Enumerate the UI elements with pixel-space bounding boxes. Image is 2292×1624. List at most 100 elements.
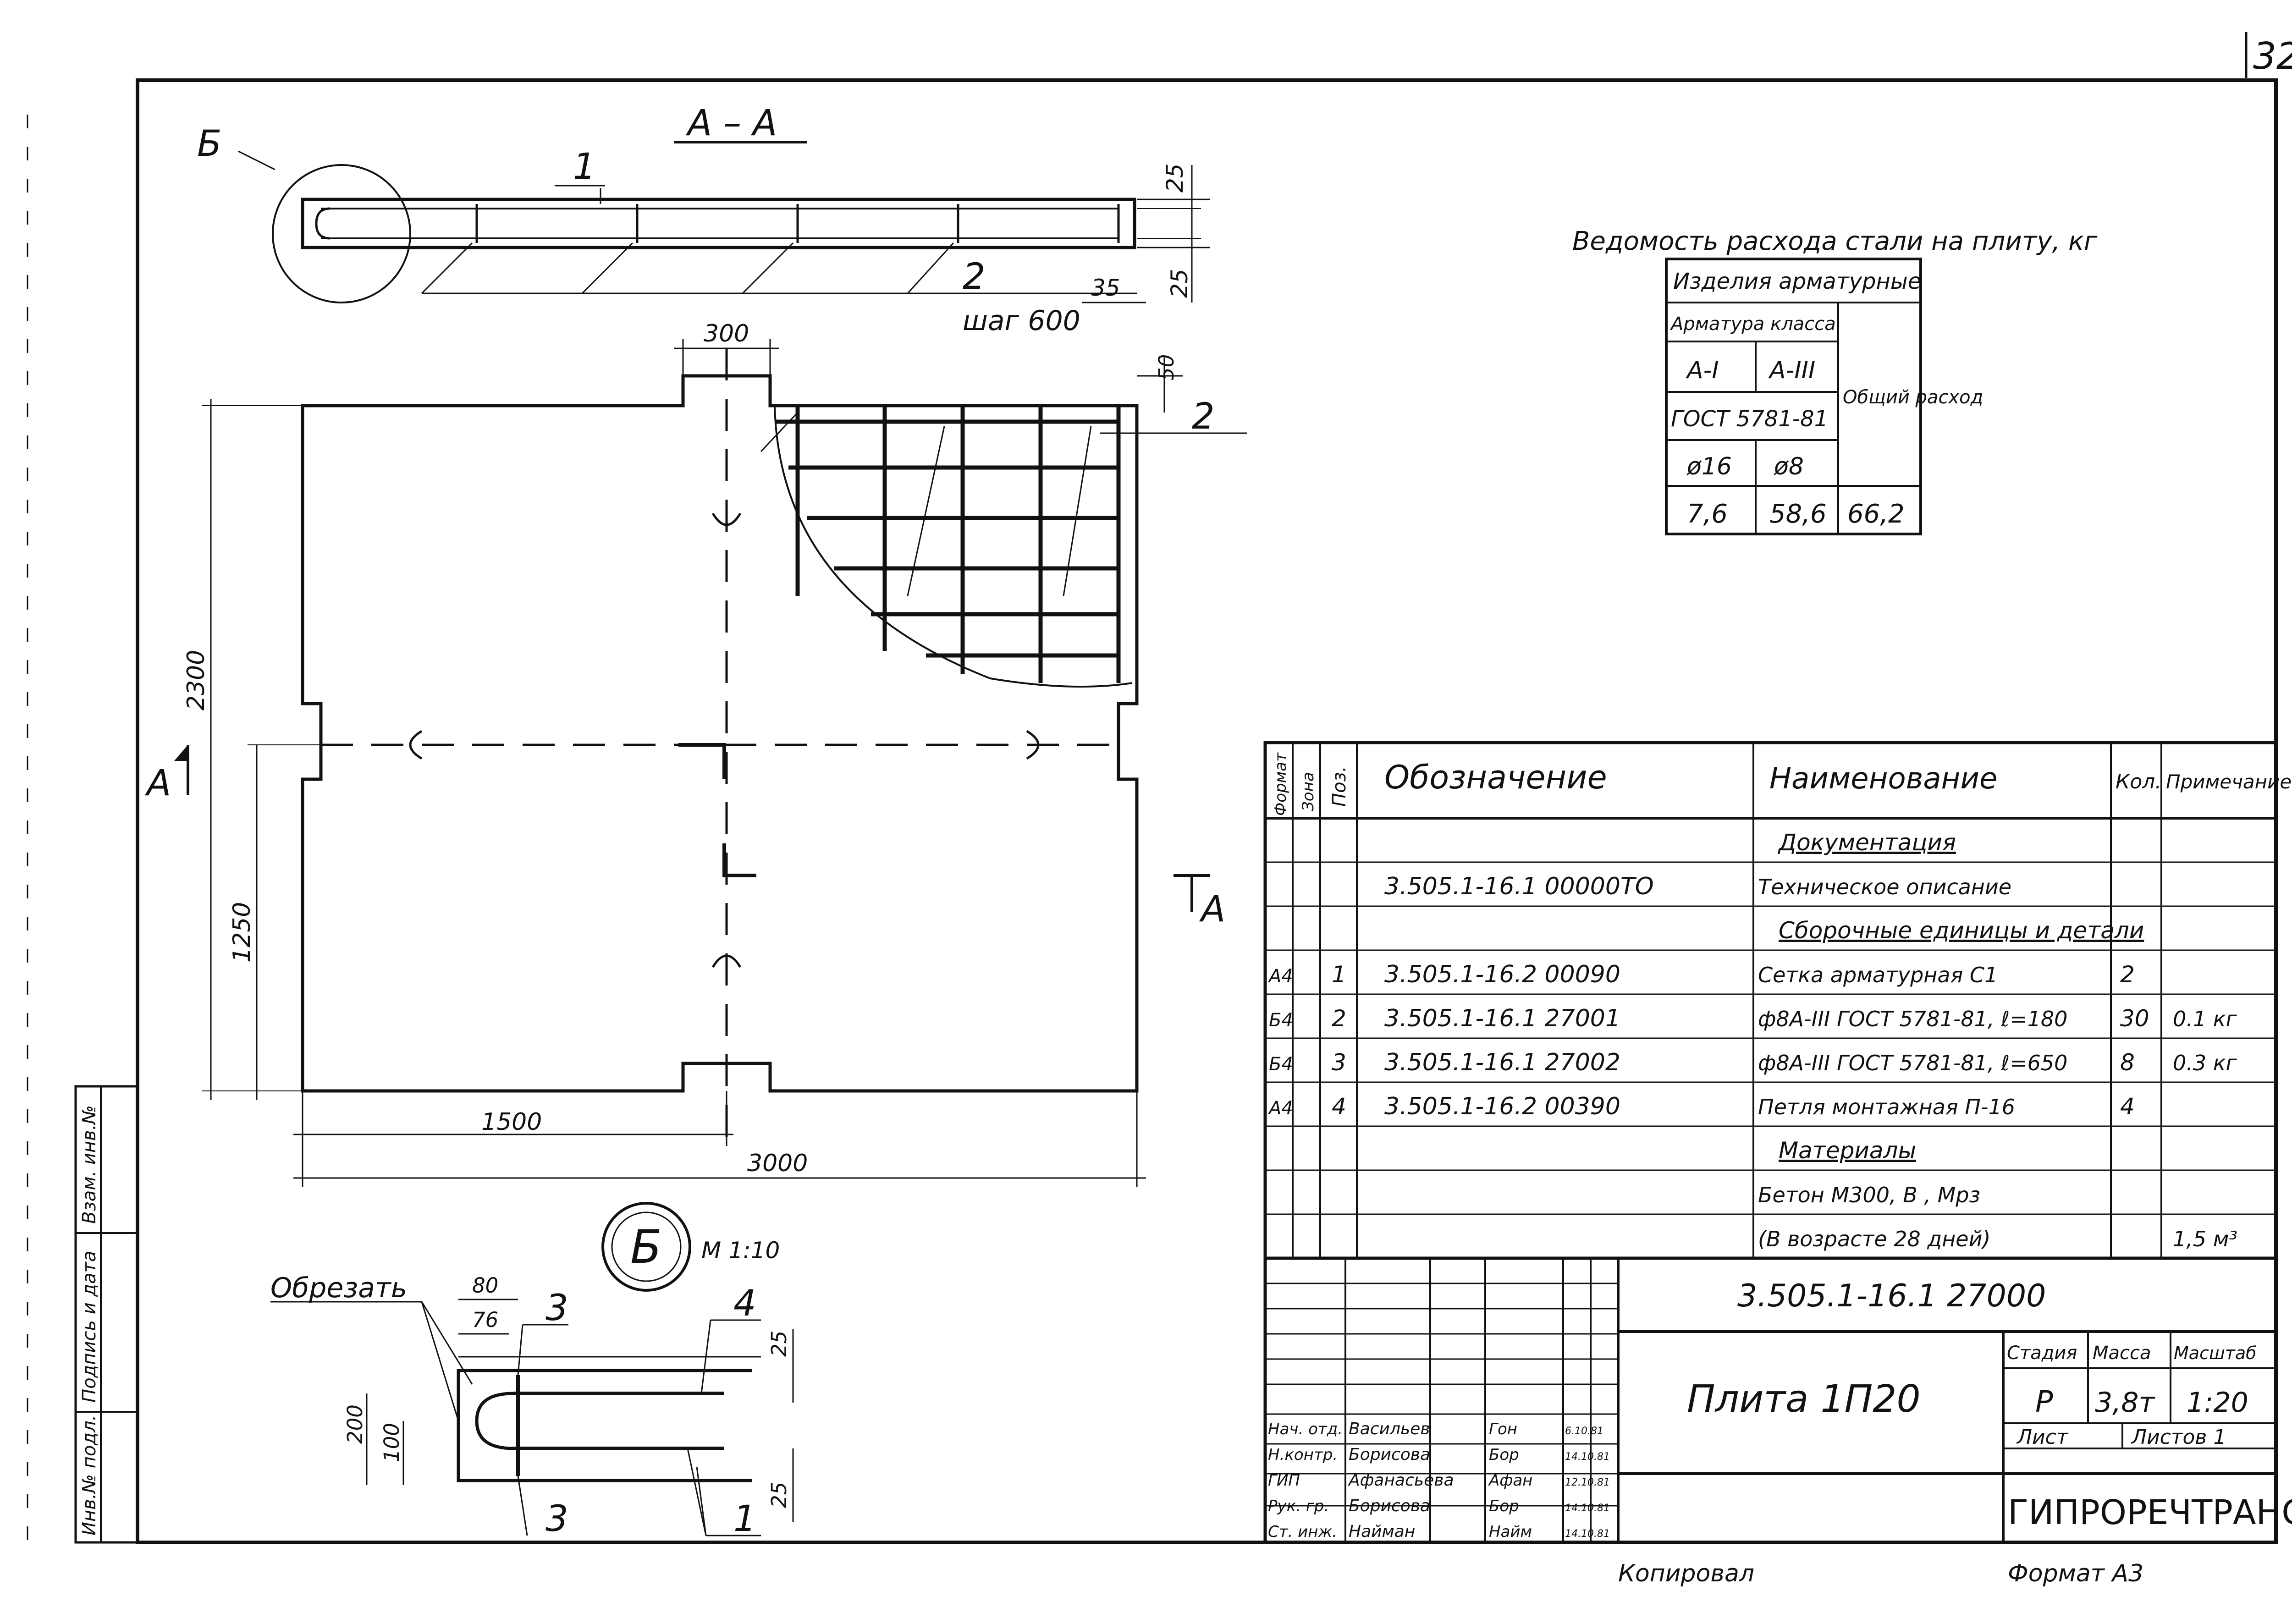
detail-pos-3-top: 3 [545, 1288, 568, 1329]
spec-row-pos: 2 [1332, 1005, 1346, 1032]
spec-row: Б4 2 3.505.1-16.1 27001 ф8А-III ГОСТ 5781-8… [1269, 1005, 2237, 1032]
copied-by: Копировал [1618, 1560, 1754, 1587]
side-sign-date: Подпись и дата [79, 1251, 100, 1403]
doc-number: 3.505.1-16.1 27000 [1737, 1278, 2046, 1314]
spec-row-heading: Документация [1778, 829, 1956, 856]
signer-date: 14.10.81 [1565, 1503, 1610, 1514]
steel-class-a3: А-III [1768, 357, 1815, 384]
steel-val-a3: 58,6 [1769, 499, 1827, 529]
section-pos-1: 1 [573, 146, 596, 187]
signer-name: Борисова [1349, 1497, 1430, 1515]
spec-row-name: Бетон М300, В , Мрз [1758, 1183, 1980, 1207]
detail-pos-1: 1 [733, 1498, 756, 1540]
sheet-header: Лист [2016, 1426, 2069, 1449]
page-number: 32 [2253, 35, 2292, 77]
plan-dim-1500: 1500 [481, 1108, 542, 1136]
spec-row-qty: 8 [2120, 1049, 2135, 1076]
signer-signature: Найм [1489, 1523, 1532, 1541]
steel-val-a1: 7,6 [1687, 499, 1728, 529]
side-stamp: Взам. инв.№ Подпись и дата Инв.№ подл. [74, 1085, 139, 1544]
detail-dim-76: 76 [472, 1308, 498, 1332]
detail-b-scale: М 1:10 [701, 1237, 780, 1264]
spec-row-pos: 3 [1332, 1049, 1346, 1076]
section-callout-b: Б [197, 123, 222, 165]
plan-pos-2: 2 [1192, 396, 1215, 437]
plan-dim-3000: 3000 [747, 1150, 808, 1177]
detail-dim-100: 100 [380, 1423, 404, 1462]
signer-role: Нач. отд. [1268, 1420, 1343, 1438]
spec-row: 3.505.1-16.1 00000ТО Техническое описание [1384, 873, 2011, 900]
spec-row-qty: 2 [2120, 961, 2135, 988]
mesh-cutaway [775, 406, 1121, 683]
detail-dim-200: 200 [343, 1404, 367, 1444]
signer-signature: Бор [1489, 1497, 1519, 1515]
section-dim-25-bottom: 25 [1166, 269, 1193, 298]
cut-label-right: А [1199, 889, 1225, 930]
steel-val-total: 66,2 [1847, 499, 1905, 529]
plan-dim-300: 300 [704, 320, 749, 347]
plan-dim-1250: 1250 [228, 902, 256, 963]
steel-table: Ведомость расхода стали на плиту, кг Изд… [1572, 226, 2098, 535]
spec-row: Бетон М300, В , Мрз [1758, 1183, 1980, 1207]
spec-row-format: Б4 [1269, 1010, 1293, 1031]
spec-row-pos: 1 [1332, 961, 1346, 988]
plan-dim-50: 50 [1154, 354, 1179, 380]
spec-row-name: ф8А-III ГОСТ 5781-81, ℓ=650 [1758, 1051, 2067, 1075]
section-title: А – А [685, 103, 777, 144]
signer-date: 14.10.81 [1565, 1528, 1610, 1540]
spec-table: Формат Зона Поз. Обозначение Наименовани… [1263, 741, 2292, 1260]
signer-name: Найман [1349, 1522, 1415, 1541]
detail-dim-25b: 25 [767, 1482, 791, 1508]
spec-h-qty: Кол. [2116, 770, 2161, 793]
plan-dim-2300: 2300 [182, 650, 210, 710]
spec-row: Сборочные единицы и детали [1779, 917, 2144, 944]
spec-row-qty: 30 [2120, 1005, 2149, 1032]
spec-row-pos: 4 [1332, 1093, 1346, 1120]
signer-name: Васильев [1349, 1420, 1430, 1438]
spec-h-designation: Обозначение [1384, 759, 1607, 796]
spec-row-heading: Материалы [1779, 1137, 1916, 1164]
section-dim-25-top: 25 [1162, 163, 1188, 193]
spec-row-format: А4 [1267, 966, 1293, 987]
format-note: Формат А3 [2008, 1560, 2143, 1587]
signer-date: 14.10.81 [1565, 1451, 1610, 1463]
spec-row: (В возрасте 28 дней)1,5 м³ [1758, 1227, 2237, 1251]
steel-total-header: Общий расход [1843, 387, 1983, 408]
detail-pos-4: 4 [733, 1283, 756, 1324]
sheets-header: Листов 1 [2131, 1426, 2226, 1449]
scale-header: Масштаб [2174, 1343, 2257, 1363]
spec-row-designation: 3.505.1-16.1 27001 [1384, 1005, 1620, 1032]
stage-header: Стадия [2007, 1343, 2077, 1364]
spec-h-name: Наименование [1769, 762, 1997, 796]
spec-row-format: Б4 [1269, 1054, 1293, 1075]
detail-cut-note: Обрезать [270, 1272, 407, 1304]
spec-h-format: Формат [1272, 752, 1290, 816]
section-aa: А – А 2 1 Б 25 25 35 ш [197, 103, 1210, 337]
stage-value: Р [2035, 1385, 2053, 1419]
steel-dia-16: ø16 [1686, 453, 1732, 480]
steel-dia-8: ø8 [1774, 453, 1804, 480]
signer-signature: Бор [1489, 1446, 1519, 1464]
spec-row-name: Техническое описание [1758, 875, 2011, 899]
signer-role: Ст. инж. [1268, 1523, 1337, 1541]
signer-name: Афанасьева [1348, 1471, 1454, 1490]
side-replace: Взам. инв.№ [79, 1105, 100, 1224]
spec-row-designation: 3.505.1-16.2 00090 [1384, 961, 1620, 988]
signer-date: 12.10.81 [1565, 1477, 1610, 1488]
signer-role: ГИП [1268, 1471, 1300, 1490]
signer-role: Н.контр. [1268, 1446, 1338, 1464]
spec-row-heading: Сборочные единицы и детали [1779, 917, 2144, 944]
spec-h-note: Примечание [2166, 771, 2292, 793]
spec-row-name: ф8А-III ГОСТ 5781-81, ℓ=180 [1758, 1007, 2067, 1031]
signer-signature: Афан [1488, 1471, 1532, 1490]
steel-header-group: Изделия арматурные [1673, 269, 1921, 294]
spec-row-designation: 3.505.1-16.1 00000ТО [1384, 873, 1654, 900]
spec-row-note: 0.1 кг [2173, 1007, 2237, 1031]
spec-row-name: (В возрасте 28 дней) [1758, 1227, 1990, 1251]
spec-row: Материалы [1779, 1137, 1916, 1164]
scale-value: 1:20 [2187, 1387, 2248, 1419]
